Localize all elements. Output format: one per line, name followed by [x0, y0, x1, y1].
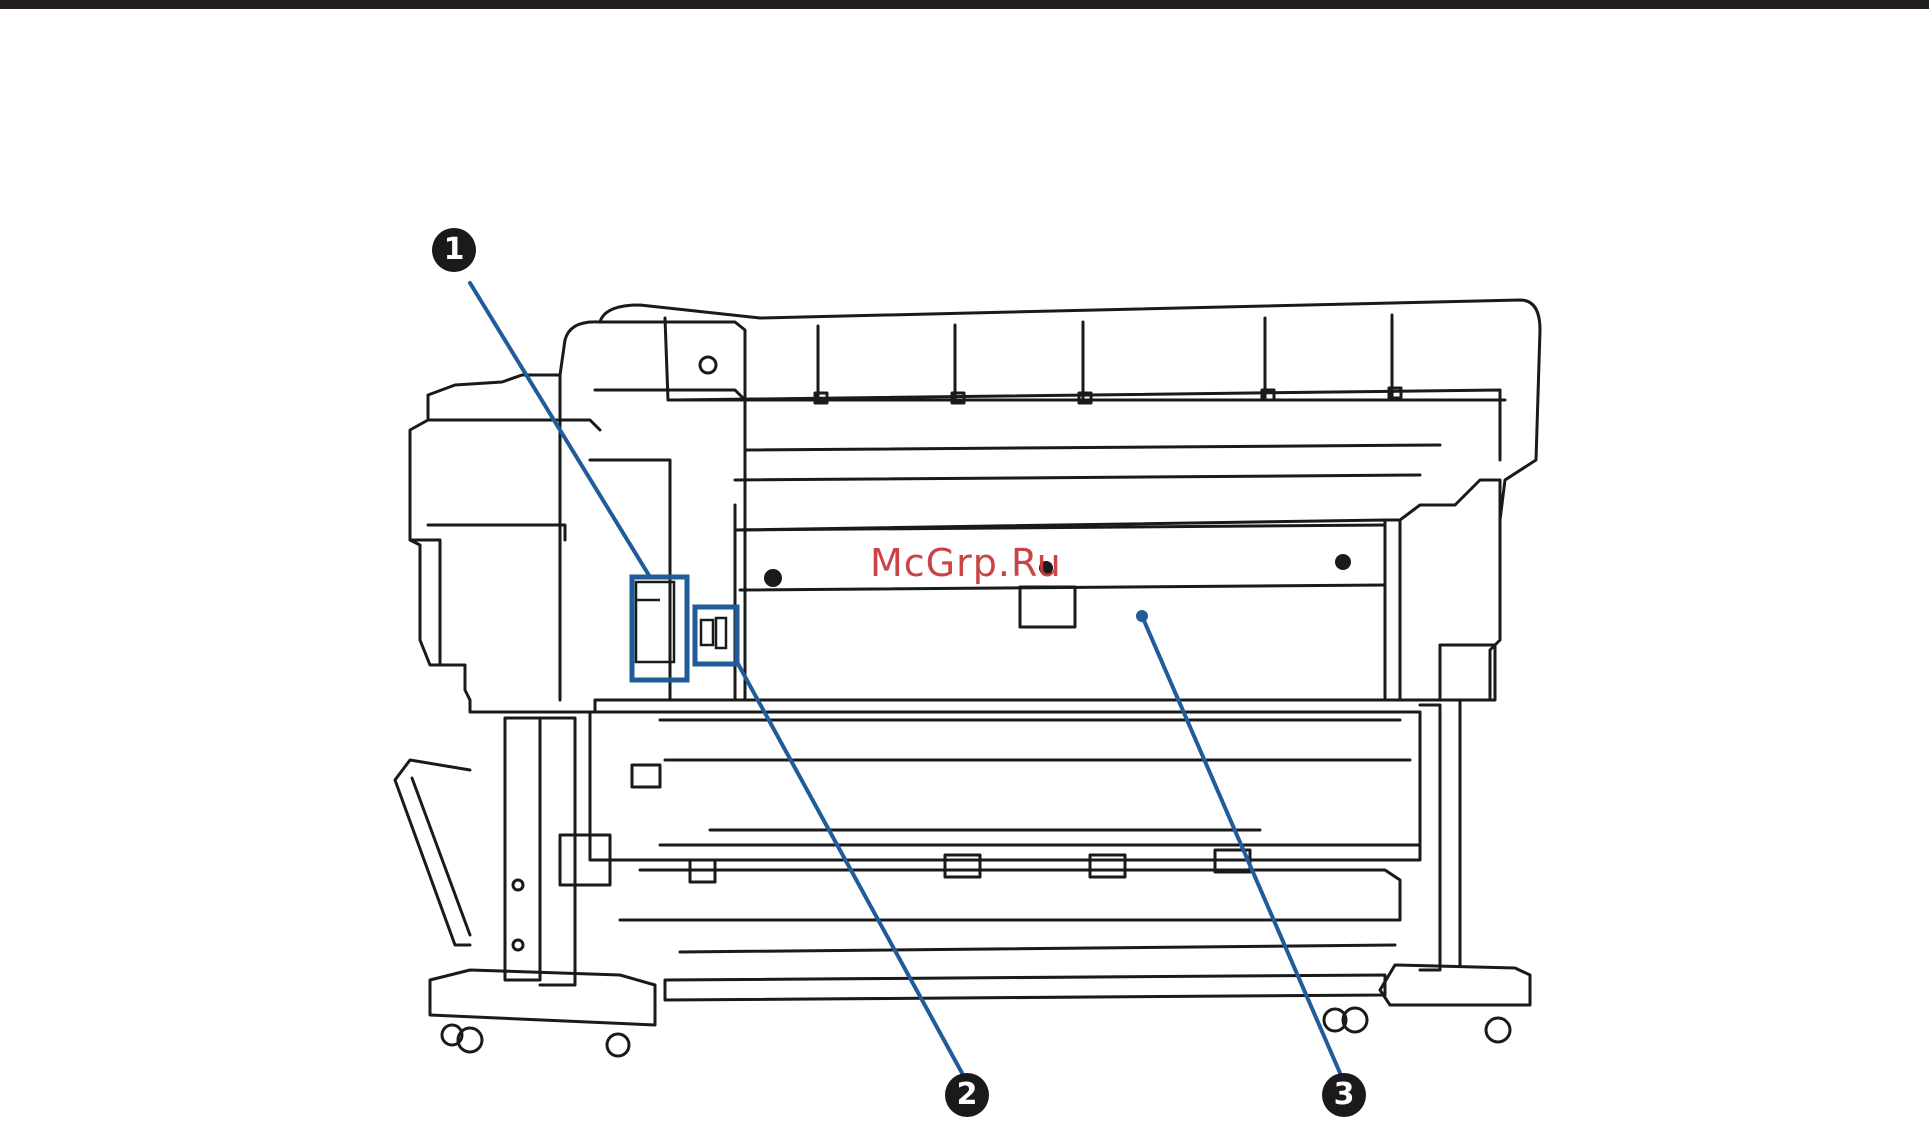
lower-mechanism	[560, 712, 1420, 920]
watermark-text: McGrp.Ru	[870, 541, 1062, 585]
rear-cover-panel	[735, 505, 1385, 700]
callout-1-marker: 1	[432, 228, 476, 272]
highlight-boxes	[632, 577, 737, 680]
right-side-unit	[1385, 480, 1500, 700]
stand	[395, 700, 1460, 1000]
callout-2-marker: 2	[945, 1073, 989, 1117]
top-cover	[600, 300, 1540, 520]
callout-3-anchor-dot	[1136, 610, 1148, 622]
callout-3-marker: 3	[1322, 1073, 1366, 1117]
connector-details	[636, 582, 726, 662]
